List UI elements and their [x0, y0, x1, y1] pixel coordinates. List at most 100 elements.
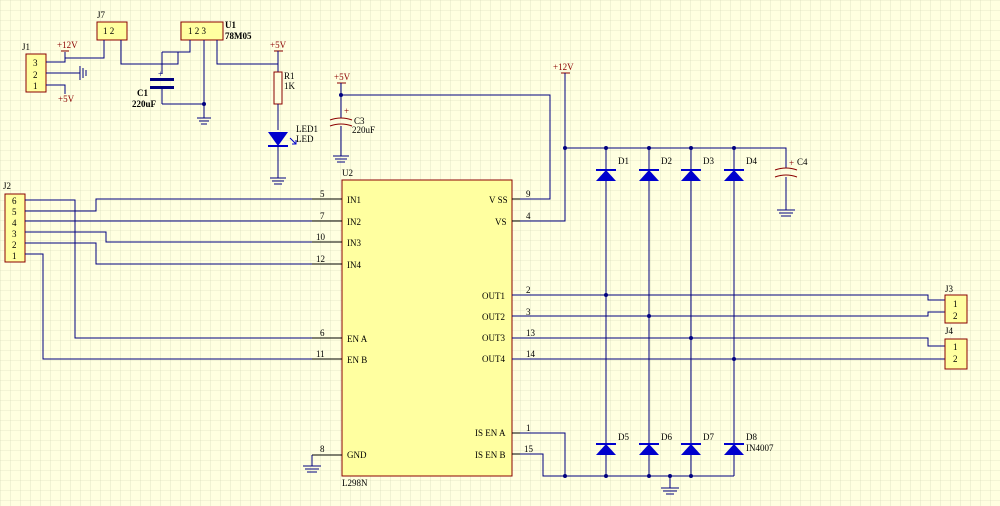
svg-text:OUT4: OUT4 [482, 354, 505, 364]
svg-text:EN A: EN A [347, 334, 368, 344]
svg-text:1: 1 [12, 251, 17, 261]
u2-pin-vs: 4 VS [495, 211, 531, 227]
junction [339, 93, 343, 97]
diode-d2: D2 [639, 156, 672, 181]
svg-text:IN2: IN2 [347, 217, 361, 227]
svg-text:1: 1 [526, 423, 531, 433]
connector-j4: J4 1 2 [944, 326, 968, 370]
svg-text:2: 2 [953, 311, 958, 321]
svg-text:V SS: V SS [489, 195, 508, 205]
c3-ref: C3 [354, 116, 365, 126]
u2-pin-ena: 6 EN A [312, 328, 368, 344]
c1-value: 220uF [132, 99, 157, 109]
power-port-5v-r1: +5V [270, 40, 287, 52]
u2-pin-out4: 14 OUT4 [482, 349, 536, 364]
u2-pin-out1: 2 OUT1 [482, 285, 531, 301]
capacitor-c3: + C3 220uF [329, 106, 375, 135]
svg-text:3: 3 [12, 229, 17, 239]
svg-text:2: 2 [526, 285, 531, 295]
diode-d4: D4 [724, 156, 757, 181]
j1-wiring [46, 52, 87, 94]
diode-d1: D1 [596, 156, 629, 181]
connector-j3: J3 1 2 [944, 284, 968, 324]
svg-text:10: 10 [316, 232, 326, 242]
j1-pin-1: 1 [33, 81, 38, 91]
u1-ref: U1 [225, 20, 236, 30]
u2-ref: U2 [342, 168, 353, 178]
u2-pin-isenb: 15 IS EN B [475, 444, 534, 460]
svg-text:D2: D2 [661, 156, 672, 166]
svg-text:+12V: +12V [553, 62, 574, 72]
diode-d7: D7 [681, 432, 714, 455]
u2-pin-gnd: 8 GND [312, 444, 367, 460]
j1-ref: J1 [22, 42, 30, 52]
diode-value: IN4007 [746, 443, 774, 453]
j1-pin-2: 2 [33, 70, 38, 80]
svg-text:EN B: EN B [347, 355, 367, 365]
ground-symbol-j1 [79, 66, 87, 80]
svg-text:D3: D3 [703, 156, 714, 166]
svg-text:IN4: IN4 [347, 260, 361, 270]
svg-text:7: 7 [320, 211, 325, 221]
j7-pins: 1 2 [103, 26, 114, 36]
svg-text:IN3: IN3 [347, 238, 361, 248]
connector-j2: J2 6 5 4 3 2 1 [3, 181, 26, 263]
u2-pin-out3: 13 OUT3 [482, 328, 536, 343]
power-port-5v-c3: +5V [334, 72, 351, 84]
u2-pin-out2: 3 OUT2 [482, 307, 531, 322]
svg-text:+: + [344, 106, 349, 116]
j2-ref: J2 [3, 181, 11, 191]
j1-pin-3: 3 [33, 58, 38, 68]
svg-text:+: + [789, 158, 794, 168]
u1-pins: 1 2 3 [188, 26, 207, 36]
svg-text:1: 1 [953, 342, 958, 352]
svg-text:D1: D1 [618, 156, 629, 166]
svg-text:D4: D4 [746, 156, 757, 166]
svg-text:+5V: +5V [270, 40, 287, 50]
ground-symbol-u2 [303, 465, 321, 473]
svg-text:4: 4 [12, 218, 17, 228]
svg-text:VS: VS [495, 217, 507, 227]
j2-wiring [25, 198, 312, 360]
capacitor-c1: + C1 220uF [132, 52, 174, 109]
junction [202, 102, 206, 106]
svg-text:12: 12 [316, 254, 325, 264]
j7-ref: J7 [97, 10, 106, 20]
power-port-12v-j1: +12V [57, 40, 78, 52]
c1-ref: C1 [137, 88, 148, 98]
c3-value: 220uF [352, 125, 375, 135]
svg-text:9: 9 [526, 189, 531, 199]
diode-d3: D3 [681, 156, 714, 181]
diode-d5: D5 [596, 432, 629, 455]
c4-ref: C4 [797, 157, 808, 167]
svg-text:+5V: +5V [334, 72, 351, 82]
u2-pin-in4: 12 IN4 [312, 254, 361, 270]
svg-text:IS EN A: IS EN A [475, 428, 506, 438]
svg-text:OUT2: OUT2 [482, 312, 505, 322]
ground-bus [520, 432, 735, 495]
svg-text:1: 1 [953, 299, 958, 309]
led1-ref: LED1 [296, 124, 318, 134]
svg-text:2: 2 [12, 240, 17, 250]
r1-ref: R1 [284, 71, 295, 81]
diode-d8: D8 IN4007 [724, 432, 774, 455]
diode-bank-top [604, 146, 736, 170]
power-port-12v-vs: +12V [553, 62, 574, 74]
driver-u2: U2 L298N [341, 168, 513, 488]
u2-pin-in1: 5 IN1 [312, 189, 361, 205]
r1-value: 1K [284, 81, 296, 91]
led1-value: LED [296, 134, 314, 144]
ground-symbol-c3 [333, 155, 349, 163]
u2-pin-vss: 9 V SS [489, 189, 531, 205]
u2-value: L298N [342, 478, 368, 488]
ground-symbol-led [270, 177, 286, 185]
ground-symbol-u1 [197, 117, 211, 125]
svg-text:D5: D5 [618, 432, 629, 442]
connector-j7: J7 1 2 [65, 10, 179, 65]
svg-text:+: + [158, 69, 163, 79]
svg-text:+12V: +12V [57, 40, 78, 50]
svg-text:D7: D7 [703, 432, 714, 442]
u2-pin-in3: 10 IN3 [312, 232, 361, 248]
svg-text:3: 3 [526, 307, 531, 317]
